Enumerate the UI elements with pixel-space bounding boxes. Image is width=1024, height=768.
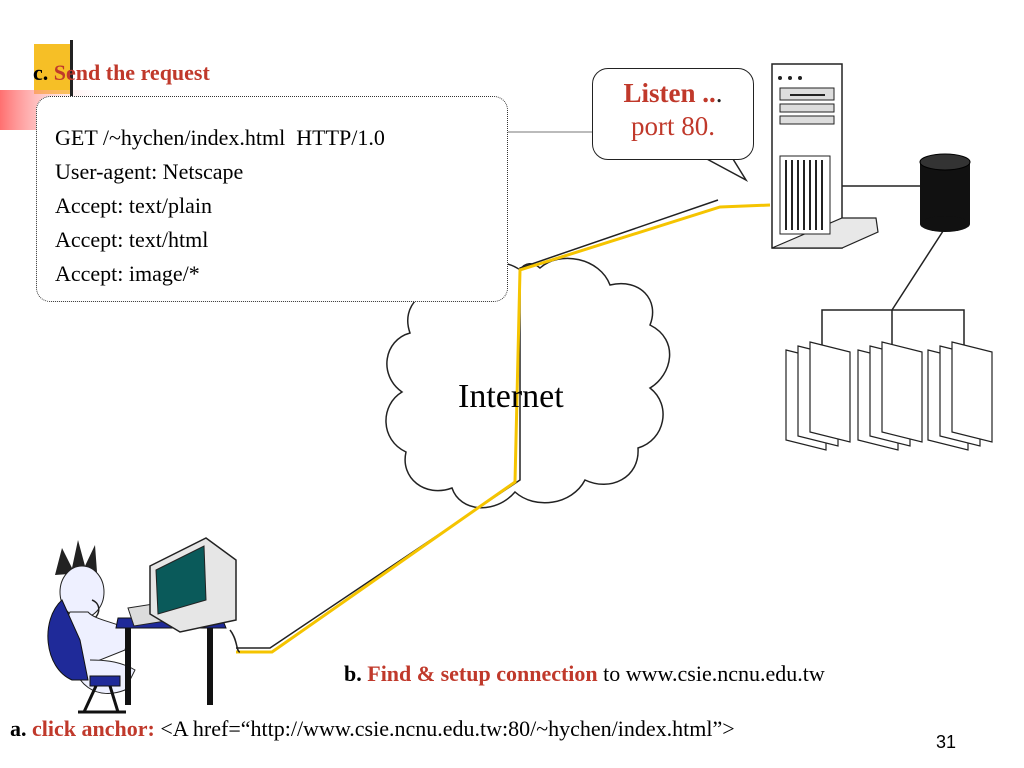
request-header-accept-html: Accept: text/html [55,227,209,252]
network-line-black [236,199,719,649]
step-b-letter: b. [344,661,362,686]
http-request-bubble: GET /~hychen/index.html HTTP/1.0 User-ag… [36,96,508,302]
step-a-rest: <A href=“http://www.csie.ncnu.edu.tw:80/… [154,716,735,741]
step-b-highlight: Find & setup connection [367,661,598,686]
network-connection-line [236,203,771,654]
db-docs-line [891,227,946,311]
step-a-highlight: click anchor: [32,716,155,741]
request-header-user-agent: User-agent: Netscape [55,159,244,184]
listen-title: Listen .. [623,78,716,108]
database-icon [919,153,971,232]
slide-accent-orange [34,44,72,94]
step-b-rest: to www.csie.ncnu.edu.tw [597,661,825,686]
request-header-accept-plain: Accept: text/plain [55,193,212,218]
listen-port: port 80. [631,111,715,141]
request-line: GET /~hychen/index.html HTTP/1.0 [55,125,385,150]
step-c-letter: c. [33,60,49,85]
internet-label: Internet [458,378,564,415]
page-number: 31 [936,732,957,752]
step-a-letter: a. [10,716,27,741]
step-c-label: c. Send the request [33,60,210,86]
user-at-computer-icon [47,537,241,714]
document-stack-3-icon [927,341,993,451]
slide-accent-bar [70,40,73,110]
document-stack-2-icon [857,341,923,451]
document-stack-1-icon [785,341,851,451]
web-server-icon [771,63,879,249]
step-a-label: a. click anchor: <A href=“http://www.csi… [10,716,735,742]
step-b-label: b. Find & setup connection to www.csie.n… [344,661,825,687]
docs-bus-line [821,309,965,350]
listen-title-dot: . [715,78,723,108]
listen-bubble: Listen ... port 80. [592,68,754,160]
step-c-text: Send the request [53,60,210,85]
request-header-accept-image: Accept: image/* [55,261,200,286]
